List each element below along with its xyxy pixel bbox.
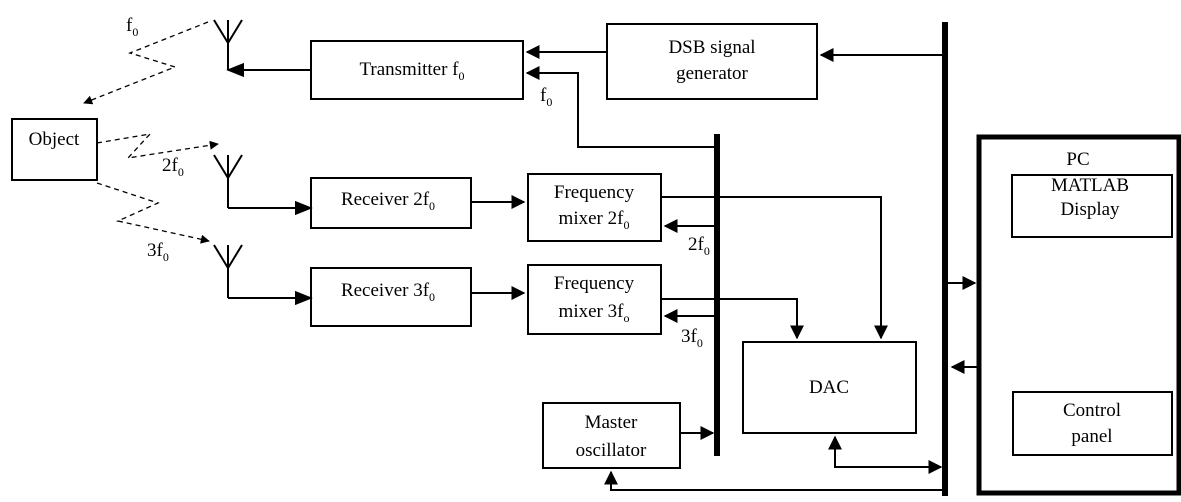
dsb-line1: DSB signal	[668, 37, 755, 58]
master-oscillator-block: Master oscillator	[542, 402, 681, 469]
control-line2: panel	[1071, 426, 1112, 447]
rx3-wave-label: 3f0	[147, 240, 169, 264]
bus-to-master-arrow	[604, 470, 945, 491]
receiver-2f-label: Receiver 2f0	[341, 189, 435, 213]
pc-title: PC	[1066, 149, 1089, 170]
mixer-2f-to-dac-arrow	[661, 196, 888, 340]
receiver-3f-block: Receiver 3f0	[310, 267, 472, 327]
mixer-2f-ref-label: 2f0	[688, 234, 710, 258]
dsb-line2: generator	[676, 63, 748, 84]
rx3-wave-path	[96, 182, 210, 244]
receiver-2f-block: Receiver 2f0	[310, 177, 472, 229]
tx-wave-path	[83, 21, 209, 105]
receiver-3f-label: Receiver 3f0	[341, 280, 435, 304]
rx2-wave-label: 2f0	[162, 155, 184, 179]
rx2-antenna-icon	[213, 154, 243, 208]
object-block: Object	[11, 118, 98, 181]
mixer-3f-ref-label: 3f0	[681, 326, 703, 350]
control-line1: Control	[1063, 400, 1121, 421]
control-panel-block: Control panel	[1012, 391, 1173, 456]
dac-block: DAC	[742, 341, 917, 434]
reference-to-transmitter-arrow	[525, 66, 717, 148]
matlab-line2: Display	[1060, 199, 1120, 220]
rx3-antenna-icon	[213, 244, 243, 298]
transmitter-label: Transmitter f0	[359, 59, 464, 83]
master-line1: Master	[585, 412, 638, 433]
mixer-3f-block: Frequency mixer 3fo	[527, 264, 662, 335]
transmitter-block: Transmitter f0	[310, 40, 524, 100]
mixer-2f-line1: Frequency	[554, 182, 635, 203]
rx2-wave-path	[96, 133, 219, 159]
matlab-line1: MATLAB	[1051, 175, 1129, 196]
mixer-3f-line2: mixer 3fo	[559, 301, 630, 325]
mixer-3f-to-dac-arrow	[661, 298, 804, 340]
mixer-2f-line2: mixer 2f0	[559, 208, 630, 232]
tx-antenna-icon	[213, 19, 243, 70]
object-label: Object	[29, 129, 80, 150]
dac-bus-bidirectional-arrow	[828, 435, 943, 474]
master-line2: oscillator	[576, 440, 647, 461]
tx-wave-label: f0	[126, 15, 138, 39]
mixer-3f-line1: Frequency	[554, 273, 635, 294]
tx-input-label: f0	[540, 85, 552, 109]
dac-label: DAC	[809, 377, 849, 398]
matlab-display-block: MATLAB Display	[1011, 174, 1173, 238]
dsb-generator-block: DSB signal generator	[606, 23, 818, 100]
mixer-2f-block: Frequency mixer 2f0	[527, 173, 662, 242]
